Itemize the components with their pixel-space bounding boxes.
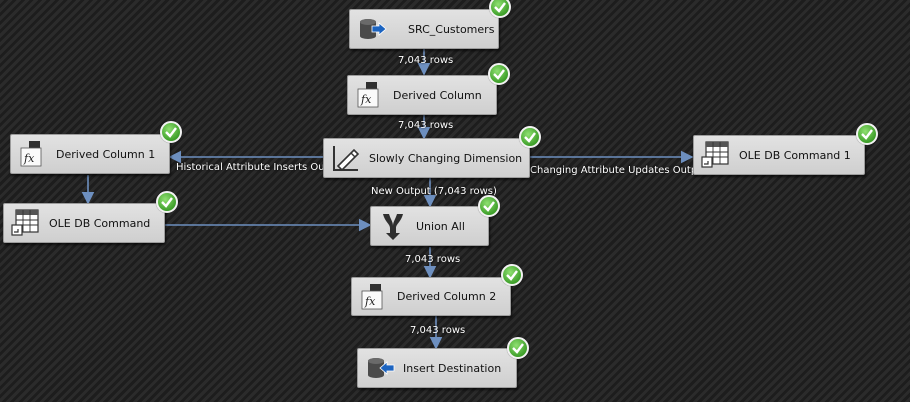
- svg-text:fx: fx: [364, 295, 376, 308]
- flow-label-rows: 7,043 rows: [410, 325, 466, 336]
- success-check-icon: [156, 191, 178, 213]
- success-check-icon: [507, 337, 529, 359]
- src-customers-node[interactable]: SRC_Customers: [349, 9, 499, 49]
- derived-column-1-node[interactable]: fx Derived Column 1: [10, 134, 170, 174]
- node-label: OLE DB Command 1: [739, 148, 851, 162]
- success-check-icon: [856, 123, 878, 145]
- table-command-icon: [701, 141, 729, 168]
- success-check-icon: [488, 63, 510, 85]
- flow-label-new-output: New Output (7,043 rows): [371, 186, 497, 197]
- success-check-icon: [501, 264, 523, 286]
- destination-database-icon: [368, 358, 395, 378]
- node-label: SRC_Customers: [408, 22, 495, 36]
- flow-label-changing-updates: Changing Attribute Updates Output: [530, 165, 708, 176]
- slowly-changing-dimension-icon: [333, 146, 360, 172]
- node-label: Derived Column 1: [56, 147, 156, 161]
- insert-destination-node[interactable]: Insert Destination: [357, 348, 517, 388]
- node-label: Insert Destination: [403, 361, 502, 375]
- merge-arrows-icon: [383, 214, 403, 240]
- flow-label-rows: 7,043 rows: [398, 55, 454, 66]
- oledb-command-node[interactable]: OLE DB Command: [3, 203, 165, 243]
- success-check-icon: [160, 121, 182, 143]
- svg-text:fx: fx: [23, 152, 35, 165]
- node-label: Slowly Changing Dimension: [369, 151, 523, 165]
- success-check-icon: [478, 195, 500, 217]
- svg-text:fx: fx: [360, 93, 372, 106]
- node-label: Union All: [416, 219, 465, 233]
- flow-label-historical-inserts: Historical Attribute Inserts Output: [176, 162, 346, 173]
- source-database-icon: [360, 19, 387, 39]
- slowly-changing-dimension-node[interactable]: Slowly Changing Dimension: [323, 138, 530, 178]
- fx-transform-icon: fx: [20, 141, 42, 167]
- fx-transform-icon: fx: [357, 82, 379, 108]
- flow-label-rows: 7,043 rows: [398, 120, 454, 131]
- derived-column-node[interactable]: fx Derived Column: [347, 75, 497, 115]
- success-check-icon: [489, 0, 511, 18]
- derived-column-2-node[interactable]: fx Derived Column 2: [351, 277, 511, 316]
- success-check-icon: [519, 126, 541, 148]
- flow-label-rows: 7,043 rows: [405, 254, 461, 265]
- fx-transform-icon: fx: [361, 283, 383, 309]
- node-label: OLE DB Command: [49, 216, 151, 230]
- node-label: Derived Column: [393, 88, 482, 102]
- union-all-node[interactable]: Union All: [370, 206, 489, 246]
- table-command-icon: [11, 209, 39, 236]
- node-label: Derived Column 2: [397, 290, 497, 303]
- oledb-command-1-node[interactable]: OLE DB Command 1: [693, 135, 865, 175]
